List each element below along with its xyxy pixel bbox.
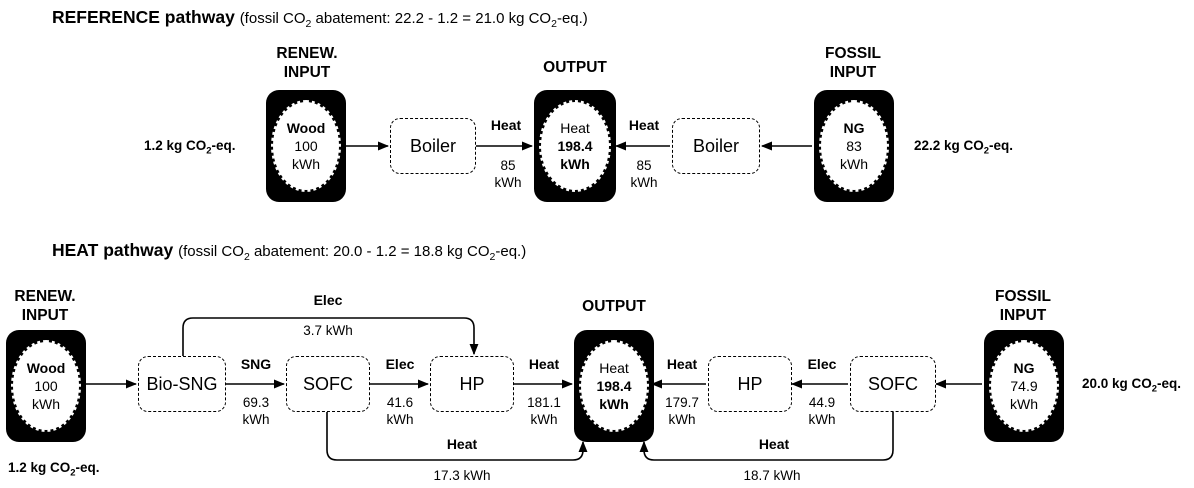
- heat-flow-elec-right-amount: 44.9: [808, 395, 836, 410]
- heat-wood-unit: kWh: [32, 396, 60, 412]
- heat-hp-right-process: HP: [708, 356, 792, 412]
- heat-title: HEAT pathway (fossil CO2 abatement: 20.0…: [52, 240, 526, 263]
- heat-ng-unit: kWh: [1010, 396, 1038, 412]
- heat-sofc-right-process: SOFC: [850, 356, 936, 412]
- reference-title-rest: (fossil CO2 abatement: 22.2 - 1.2 = 21.0…: [239, 10, 588, 30]
- heat-flow-heat-right-value: 179.7 kWh: [654, 394, 710, 428]
- ref-flow-left-unit: kWh: [494, 175, 522, 190]
- heat-sofc-left-process: SOFC: [286, 356, 370, 412]
- heat-hp-left-process: HP: [430, 356, 514, 412]
- heat-fossil-label-line2: INPUT: [999, 307, 1047, 324]
- heat-fossil-label-line1: FOSSIL: [995, 288, 1051, 305]
- heat-wood-name: Wood: [26, 360, 66, 376]
- ref-ng-oval: NG 83 kWh: [819, 100, 889, 192]
- ref-fossil-label-line1: FOSSIL: [825, 45, 881, 62]
- ref-flow-right-value: 85 kWh: [616, 157, 672, 191]
- heat-output-block: Heat 198.4 kWh: [574, 330, 654, 442]
- ref-renew-label-line2: INPUT: [283, 64, 331, 81]
- heat-flow-elec-right-unit: kWh: [808, 412, 836, 427]
- heat-flow-elec-right-value: 44.9 kWh: [794, 394, 850, 428]
- ref-fossil-input-label: FOSSIL INPUT: [812, 44, 894, 82]
- heat-output-label: OUTPUT: [582, 298, 646, 315]
- heat-flow-elec-right-type: Elec: [807, 356, 837, 372]
- heat-flow-heat-left-unit: kWh: [530, 412, 558, 427]
- heat-flow-sng-amount: 69.3: [242, 395, 270, 410]
- ref-renew-input-label: RENEW. INPUT: [266, 44, 348, 82]
- heat-arrow-elec-top: [182, 317, 479, 356]
- heat-flow-sng-value: 69.3 kWh: [228, 394, 284, 428]
- heat-flow-elec-left-value: 41.6 kWh: [372, 394, 428, 428]
- heat-title-rest: (fossil CO2 abatement: 20.0 - 1.2 = 18.8…: [178, 243, 527, 263]
- heat-right-co2: 20.0 kg CO2-eq.: [1082, 376, 1182, 395]
- heat-renew-label-line2: INPUT: [21, 307, 69, 324]
- heat-flow-heat-left-amount: 181.1: [527, 395, 561, 410]
- ref-ng-name: NG: [843, 120, 865, 136]
- heat-wood-amount: 100: [34, 378, 58, 394]
- heat-output-unit: kWh: [599, 396, 629, 412]
- ref-boiler-left: Boiler: [390, 118, 476, 174]
- heat-title-bold: HEAT pathway: [52, 240, 174, 260]
- heat-flow-heat-bottom-right-amount: 18.7 kWh: [743, 468, 801, 483]
- heat-ng-name: NG: [1013, 360, 1035, 376]
- ref-wood-block: Wood 100 kWh: [266, 90, 346, 202]
- ref-wood-unit: kWh: [292, 156, 320, 172]
- ref-renew-label-line1: RENEW.: [276, 45, 338, 62]
- ref-output-oval: Heat 198.4 kWh: [539, 100, 611, 192]
- ref-ng-amount: 83: [846, 138, 862, 154]
- heat-flow-heat-bottom-left-amount: 17.3 kWh: [433, 468, 491, 483]
- heat-fossil-input-label: FOSSIL INPUT: [982, 287, 1064, 325]
- ref-right-co2: 22.2 kg CO2-eq.: [914, 138, 1014, 157]
- heat-ng-block: NG 74.9 kWh: [984, 330, 1064, 442]
- heat-flow-heat-left-value: 181.1 kWh: [516, 394, 572, 428]
- heat-flow-heat-left-type: Heat: [528, 356, 560, 372]
- ref-output-unit: kWh: [560, 156, 590, 172]
- ref-fossil-label-line2: INPUT: [829, 64, 877, 81]
- ref-flow-right-unit: kWh: [630, 175, 658, 190]
- ref-output-label: OUTPUT: [543, 59, 607, 76]
- heat-arrow-heat-bottom-right: [639, 412, 894, 461]
- heat-flow-heat-right-type: Heat: [666, 356, 698, 372]
- ref-ng-block: NG 83 kWh: [814, 90, 894, 202]
- heat-output-oval: Heat 198.4 kWh: [579, 340, 649, 432]
- heat-ng-amount: 74.9: [1010, 378, 1038, 394]
- ref-flow-right-amount: 85: [636, 158, 652, 173]
- heat-renew-input-label: RENEW. INPUT: [4, 287, 86, 325]
- heat-left-co2: 1.2 kg CO2-eq.: [8, 460, 100, 479]
- heat-flow-heat-bottom-right-type: Heat: [758, 436, 790, 452]
- ref-output-name: Heat: [560, 120, 590, 136]
- heat-flow-elec-top-type: Elec: [313, 292, 343, 308]
- heat-flow-heat-right-unit: kWh: [668, 412, 696, 427]
- ref-flow-left-value: 85 kWh: [480, 157, 536, 191]
- heat-flow-elec-left-unit: kWh: [386, 412, 414, 427]
- heat-biosng-process: Bio-SNG: [138, 356, 226, 412]
- heat-wood-oval: Wood 100 kWh: [11, 340, 81, 432]
- reference-title: REFERENCE pathway (fossil CO2 abatement:…: [52, 7, 588, 30]
- heat-flow-elec-left-amount: 41.6: [386, 395, 414, 410]
- heat-flow-elec-top-amount: 3.7 kWh: [303, 323, 353, 338]
- ref-flow-left-type: Heat: [490, 117, 522, 133]
- heat-flow-sng-unit: kWh: [242, 412, 270, 427]
- ref-output-block: Heat 198.4 kWh: [534, 90, 616, 202]
- heat-flow-heat-right-amount: 179.7: [665, 395, 699, 410]
- heat-flow-sng-type: SNG: [240, 356, 272, 372]
- ref-wood-name: Wood: [286, 120, 326, 136]
- ref-ng-unit: kWh: [840, 156, 868, 172]
- ref-wood-oval: Wood 100 kWh: [271, 100, 341, 192]
- reference-title-bold: REFERENCE pathway: [52, 7, 235, 27]
- ref-output-amount: 198.4: [557, 138, 593, 154]
- ref-boiler-right: Boiler: [672, 118, 760, 174]
- heat-ng-oval: NG 74.9 kWh: [989, 340, 1059, 432]
- ref-flow-left-amount: 85: [500, 158, 516, 173]
- heat-output-name: Heat: [599, 360, 629, 376]
- heat-flow-heat-bottom-left-type: Heat: [446, 436, 478, 452]
- heat-flow-elec-left-type: Elec: [385, 356, 415, 372]
- heat-renew-label-line1: RENEW.: [14, 288, 76, 305]
- ref-left-co2: 1.2 kg CO2-eq.: [144, 138, 236, 157]
- heat-arrow-heat-bottom-left: [326, 412, 588, 461]
- ref-wood-amount: 100: [294, 138, 318, 154]
- heat-wood-block: Wood 100 kWh: [6, 330, 86, 442]
- heat-output-amount: 198.4: [596, 378, 632, 394]
- ref-flow-right-type: Heat: [628, 117, 660, 133]
